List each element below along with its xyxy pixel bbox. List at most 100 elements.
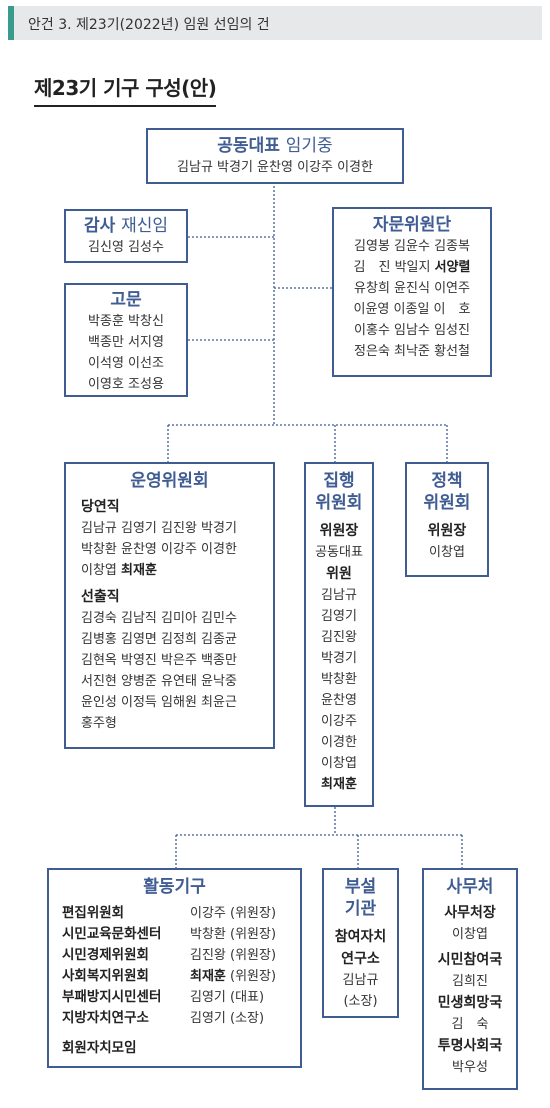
co-rep-title: 공동대표 임기중 <box>148 135 402 157</box>
secretariat-box: 사무처 사무처장 이창엽 시민참여국 김희진 민생희망국 김 숙 투명사회국 박… <box>422 868 518 1090</box>
activity-person: 김영기 (소장) <box>190 1011 265 1026</box>
consultants-line: 이석영 이선조 <box>88 356 164 371</box>
audit-title: 감사 재신임 <box>66 215 186 237</box>
activity-title: 활동기구 <box>143 877 206 897</box>
policy-committee-box: 정책 위원회 위원장 이창엽 <box>405 462 489 577</box>
consultants-line: 백종만 서지영 <box>88 335 164 350</box>
secretariat-label: 투명사회국 <box>437 1038 503 1054</box>
activity-row: 부패방지시민센터 김영기 (대표) <box>62 987 300 1008</box>
activity-row: 편집위원회 이강주 (위원장) <box>62 903 300 924</box>
secretariat-person: 박우성 <box>452 1060 488 1075</box>
executive-member: 이경한 <box>321 735 357 750</box>
activity-person: 최재훈 (위원장) <box>190 966 276 987</box>
secretariat-label: 민생희망국 <box>437 995 503 1011</box>
ex-officio-label: 당연직 <box>81 499 120 515</box>
activity-person-role: (위원장) <box>225 969 277 984</box>
advisory-line: 정은숙 최낙준 황선철 <box>354 344 470 359</box>
co-rep-title-rest: 임기중 <box>285 136 333 156</box>
activity-row: 회원자치모임 <box>62 1038 300 1059</box>
activity-row: 시민경제위원회 김진왕 (위원장) <box>62 945 300 966</box>
activity-person: 이강주 (위원장) <box>190 906 277 921</box>
activity-org: 사회복지위원회 <box>62 968 149 984</box>
consultants-line: 박종훈 박창신 <box>88 314 164 329</box>
activity-org: 시민경제위원회 <box>62 947 149 963</box>
operating-committee-box: 운영위원회 당연직 김남규 김영기 김진왕 박경기 박창환 윤찬영 이강주 이경… <box>64 462 275 749</box>
secretariat-title: 사무처 <box>446 877 494 897</box>
advisory-line: 유창희 윤진식 이연주 <box>354 281 470 296</box>
affiliate-title-1: 부설 <box>344 877 377 897</box>
audit-title-bold: 감사 <box>83 216 116 236</box>
advisory-line: 이홍수 임남수 임성진 <box>354 323 470 338</box>
executive-member: 김영기 <box>321 609 357 624</box>
secretariat-label: 사무처장 <box>444 905 496 921</box>
executive-chair: 공동대표 <box>315 545 363 560</box>
activity-row: 시민교육문화센터 박창환 (위원장) <box>62 924 300 945</box>
ex-officio-name: 이창엽 <box>81 563 117 578</box>
affiliate-title-2: 기관 <box>344 899 377 919</box>
executive-member: 박경기 <box>321 651 357 666</box>
agenda-header-text: 안건 3. 제23기(2022년) 임원 선임의 건 <box>28 17 270 33</box>
co-rep-title-bold: 공동대표 <box>217 136 280 156</box>
ex-officio-line: 김남규 김영기 김진왕 박경기 <box>81 521 237 536</box>
ex-officio-bold-name: 최재훈 <box>121 563 157 578</box>
activity-org: 부패방지시민센터 <box>62 989 162 1005</box>
policy-title-2: 위원회 <box>423 493 471 513</box>
activity-box: 활동기구 편집위원회 이강주 (위원장) 시민교육문화센터 박창환 (위원장) … <box>47 868 302 1068</box>
elected-line: 김경숙 김남직 김미아 김민수 <box>81 611 237 626</box>
consultants-box: 고문 박종훈 박창신 백종만 서지영 이석영 이선조 이영호 조성용 <box>64 283 188 397</box>
executive-member: 김진왕 <box>321 630 357 645</box>
executive-committee-box: 집행 위원회 위원장 공동대표 위원 김남규 김영기 김진왕 박경기 박창환 윤… <box>304 462 374 807</box>
activity-person: 박창환 (위원장) <box>190 927 277 942</box>
policy-chair: 이창엽 <box>429 545 465 560</box>
policy-chair-label: 위원장 <box>427 523 467 539</box>
affiliate-box: 부설 기관 참여자치 연구소 김남규 (소장) <box>322 868 399 1018</box>
elected-label: 선출직 <box>81 589 120 605</box>
advisory-line: 이윤영 이종일 이 호 <box>353 302 471 317</box>
executive-member: 윤찬영 <box>321 693 357 708</box>
ex-officio-line: 박창환 윤찬영 이강주 이경한 <box>81 542 237 557</box>
consultants-title: 고문 <box>110 290 142 310</box>
elected-line: 서진현 양병준 유연태 윤낙중 <box>81 674 237 689</box>
advisory-bold-name: 서양렬 <box>434 260 471 275</box>
activity-person: 김진왕 (위원장) <box>190 948 277 963</box>
secretariat-person: 이창엽 <box>452 927 488 942</box>
advisory-line-part: 김 진 박일지 <box>353 260 431 275</box>
elected-line: 김병홍 김영면 김정희 김종균 <box>81 632 237 647</box>
activity-row: 지방자치연구소 김영기 (소장) <box>62 1008 300 1029</box>
executive-chair-label: 위원장 <box>319 523 359 539</box>
activity-org: 시민교육문화센터 <box>62 926 162 942</box>
affiliate-org-2: 연구소 <box>341 951 380 967</box>
audit-box: 감사 재신임 김신영 김성수 <box>64 209 188 263</box>
activity-person-bold: 최재훈 <box>190 969 226 984</box>
advisory-line: 김 진 박일지 서양렬 <box>334 257 490 278</box>
affiliate-org-1: 참여자치 <box>334 929 387 945</box>
policy-title-1: 정책 <box>431 471 463 491</box>
co-representatives-box: 공동대표 임기중 김남규 박경기 윤찬영 이강주 이경한 <box>146 128 404 184</box>
activity-org-last: 회원자치모임 <box>62 1040 137 1056</box>
executive-member: 이강주 <box>321 714 357 729</box>
executive-member: 김남규 <box>321 588 357 603</box>
executive-member: 이창엽 <box>321 756 357 771</box>
audit-members: 김신영 김성수 <box>88 240 164 255</box>
executive-member-bold: 최재훈 <box>321 777 357 792</box>
activity-org: 지방자치연구소 <box>62 1010 149 1026</box>
consultants-line: 이영호 조성용 <box>88 377 164 392</box>
secretariat-label: 시민참여국 <box>437 952 503 968</box>
co-rep-members: 김남규 박경기 윤찬영 이강주 이경한 <box>177 160 373 175</box>
affiliate-person: 김남규 <box>342 973 379 988</box>
affiliate-role: (소장) <box>343 994 378 1009</box>
elected-line: 김현옥 박영진 박은주 백종만 <box>81 653 237 668</box>
ex-officio-line: 이창엽 최재훈 <box>81 560 273 581</box>
page-title: 제23기 기구 구성(안) <box>34 72 217 107</box>
agenda-header-bar: 안건 3. 제23기(2022년) 임원 선임의 건 <box>8 6 542 40</box>
advisory-line: 김영봉 김윤수 김종복 <box>354 239 470 254</box>
activity-org: 편집위원회 <box>62 905 125 921</box>
audit-title-rest: 재신임 <box>121 216 169 236</box>
elected-line: 윤인성 이정득 임해원 최윤근 <box>81 695 237 710</box>
advisory-title: 자문위원단 <box>372 215 452 235</box>
secretariat-person: 김희진 <box>452 974 488 989</box>
executive-members-label: 위원 <box>326 566 352 582</box>
activity-person: 김영기 (대표) <box>190 990 265 1005</box>
executive-title-2: 위원회 <box>315 493 363 513</box>
